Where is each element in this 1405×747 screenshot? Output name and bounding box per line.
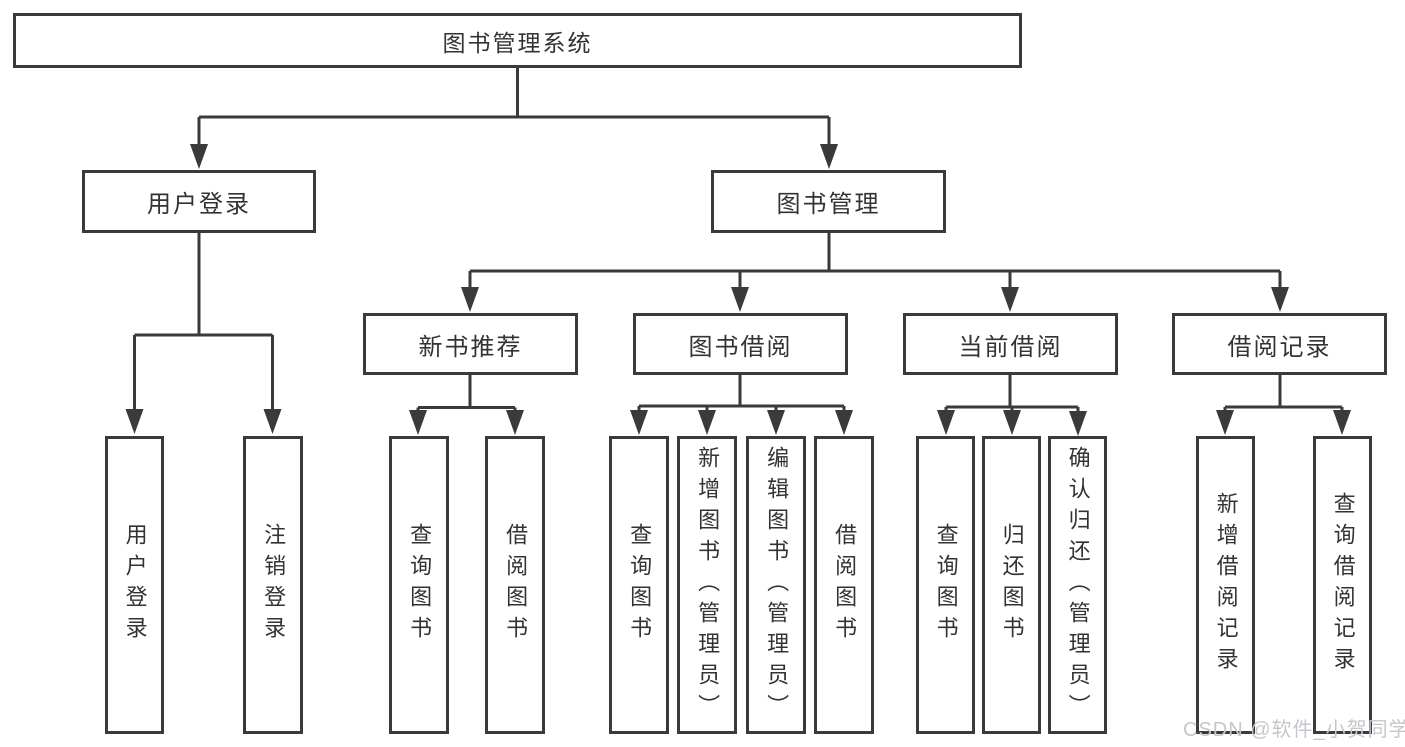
leaf-borrow-books-recommendation: 借阅图书 (485, 436, 545, 734)
leaf-logout: 注销登录 (243, 436, 303, 734)
node-label: 图书借阅 (688, 333, 793, 361)
leaf-query-books-recommendation: 查询图书 (389, 436, 449, 734)
leaf-query-books-borrowing: 查询图书 (609, 436, 669, 734)
node-user-login: 用户登录 (82, 170, 316, 233)
leaf-label: 查询图书 (933, 523, 959, 647)
leaf-label: 确认归还（管理员） (1065, 445, 1091, 725)
leaf-label: 查询借阅记录 (1330, 492, 1356, 678)
leaf-label: 编辑图书（管理员） (764, 445, 790, 725)
node-label: 图书管理 (776, 191, 881, 218)
node-library-management-system: 图书管理系统 (13, 13, 1022, 68)
leaf-borrow-books: 借阅图书 (814, 436, 874, 734)
leaf-label: 归还图书 (999, 523, 1025, 647)
leaf-confirm-return-admin: 确认归还（管理员） (1048, 436, 1107, 734)
leaf-label: 借阅图书 (832, 523, 858, 647)
node-current-borrowing: 当前借阅 (903, 313, 1118, 375)
node-label: 当前借阅 (958, 333, 1063, 361)
leaf-query-borrow-record: 查询借阅记录 (1313, 436, 1372, 734)
node-book-management: 图书管理 (711, 170, 946, 233)
leaf-add-borrow-record: 新增借阅记录 (1196, 436, 1255, 734)
node-label: 用户登录 (147, 191, 251, 218)
leaf-label: 新增借阅记录 (1213, 492, 1239, 678)
node-book-borrowing: 图书借阅 (633, 313, 848, 375)
node-label: 借阅记录 (1227, 333, 1332, 361)
leaf-label: 注销登录 (261, 523, 287, 647)
watermark: CSDN @软件_小贺同学 (1183, 719, 1405, 741)
node-label: 新书推荐 (418, 333, 523, 361)
leaf-label: 用户登录 (122, 523, 148, 647)
node-new-book-recommendation: 新书推荐 (363, 313, 578, 375)
node-label: 图书管理系统 (442, 29, 593, 56)
arrowheads (125, 144, 1351, 436)
leaf-label: 借阅图书 (503, 523, 529, 647)
leaf-label: 查询图书 (627, 523, 653, 647)
leaf-label: 新增图书（管理员） (695, 445, 721, 725)
leaf-return-books: 归还图书 (982, 436, 1041, 734)
leaf-add-books-admin: 新增图书（管理员） (677, 436, 737, 734)
leaf-edit-books-admin: 编辑图书（管理员） (746, 436, 806, 734)
leaf-user-login: 用户登录 (105, 436, 164, 734)
leaf-query-books-current: 查询图书 (916, 436, 975, 734)
node-borrowing-records: 借阅记录 (1172, 313, 1387, 375)
leaf-label: 查询图书 (407, 523, 433, 647)
